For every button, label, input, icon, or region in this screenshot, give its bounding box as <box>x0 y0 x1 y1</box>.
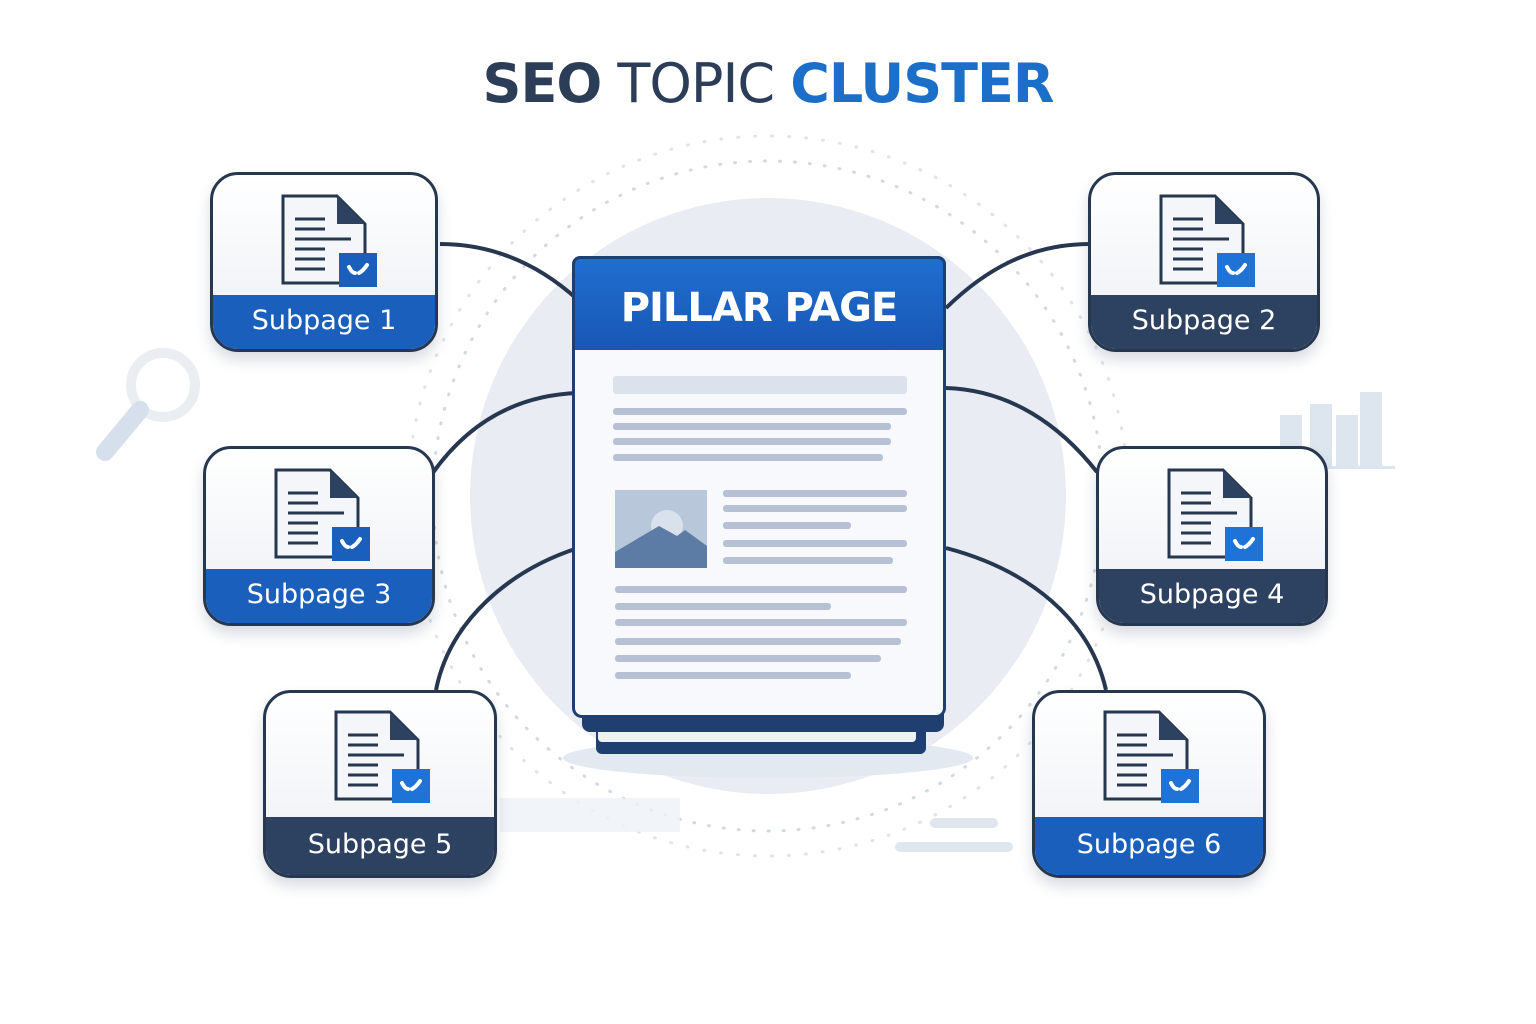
subpage-card-4[interactable]: Subpage 4 <box>1096 446 1328 626</box>
check-badge-icon <box>1161 769 1199 803</box>
document-icon <box>1159 194 1255 287</box>
title-cluster: CLUSTER <box>790 52 1054 115</box>
check-badge-icon <box>1217 253 1255 287</box>
title-topic: TOPIC <box>617 52 775 115</box>
check-badge-icon <box>332 527 370 561</box>
document-icon <box>1103 710 1199 803</box>
check-badge-icon <box>392 769 430 803</box>
document-icon <box>274 468 370 561</box>
page-title: SEO TOPIC CLUSTER <box>0 52 1536 116</box>
subpage-label: Subpage 1 <box>213 295 435 349</box>
document-icon <box>1167 468 1263 561</box>
pillar-page-card[interactable]: PILLAR PAGE <box>572 256 946 718</box>
check-badge-icon <box>339 253 377 287</box>
subpage-card-2[interactable]: Subpage 2 <box>1088 172 1320 352</box>
document-icon <box>281 194 377 287</box>
bar-chart-icon <box>1275 392 1395 469</box>
subpage-label: Subpage 4 <box>1099 569 1325 623</box>
search-icon <box>96 348 200 461</box>
subpage-label: Subpage 5 <box>266 817 494 875</box>
title-seo: SEO <box>482 52 603 115</box>
subpage-label: Subpage 3 <box>206 569 432 623</box>
subpage-label: Subpage 6 <box>1035 817 1263 875</box>
subpage-label: Subpage 2 <box>1091 295 1317 349</box>
subpage-card-5[interactable]: Subpage 5 <box>263 690 497 878</box>
check-badge-icon <box>1225 527 1263 561</box>
image-placeholder-icon <box>615 490 707 568</box>
document-icon <box>334 710 430 803</box>
subpage-card-1[interactable]: Subpage 1 <box>210 172 438 352</box>
connector-lines <box>430 242 1108 691</box>
subpage-card-6[interactable]: Subpage 6 <box>1032 690 1266 878</box>
subpage-card-3[interactable]: Subpage 3 <box>203 446 435 626</box>
pillar-page-header: PILLAR PAGE <box>572 256 946 352</box>
pillar-page-body <box>572 350 946 718</box>
